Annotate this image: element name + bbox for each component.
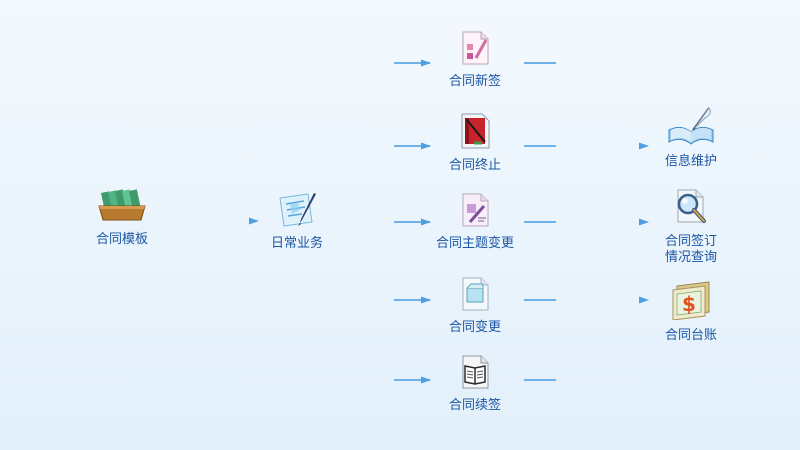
node-contract-sign-new[interactable]: 合同新签 [415, 30, 535, 90]
node-contract-renew[interactable]: 合同续签 [415, 354, 535, 414]
blue-sheet-document-icon [415, 276, 535, 316]
node-contract-terminate[interactable]: 合同终止 [415, 112, 535, 174]
node-label: 合同新签 [448, 74, 501, 89]
node-label: 合同续签 [448, 398, 501, 413]
red-book-document-icon [415, 112, 535, 154]
node-contract-subject-change[interactable]: 合同主题变更 [415, 192, 535, 252]
node-contract-change[interactable]: 合同变更 [415, 276, 535, 336]
node-info-maintain[interactable]: 信息维护 [631, 106, 751, 170]
magnifier-document-icon [631, 188, 751, 230]
node-label: 信息维护 [664, 154, 717, 169]
node-sign-status-query[interactable]: 合同签订 情况查询 [631, 188, 751, 266]
node-contract-ledger[interactable]: $ 合同台账 [631, 280, 751, 344]
node-label: 日常业务 [270, 236, 323, 251]
card-file-box-icon [62, 186, 182, 228]
dollar-note-icon: $ [631, 280, 751, 324]
node-contract-template[interactable]: 合同模板 [62, 186, 182, 248]
node-label: 合同终止 [448, 158, 501, 173]
node-daily-business[interactable]: 日常业务 [237, 190, 357, 252]
node-label: 合同签订 情况查询 [664, 234, 717, 265]
pen-on-paper-icon [237, 190, 357, 232]
node-label: 合同台账 [664, 328, 717, 343]
node-label: 合同变更 [448, 320, 501, 335]
node-label: 合同主题变更 [435, 236, 514, 251]
node-label: 合同模板 [95, 232, 148, 247]
book-with-quill-icon [631, 106, 751, 150]
pink-document-icon [415, 30, 535, 70]
svg-text:$: $ [682, 292, 696, 316]
edit-document-icon [415, 192, 535, 232]
open-book-document-icon [415, 354, 535, 394]
